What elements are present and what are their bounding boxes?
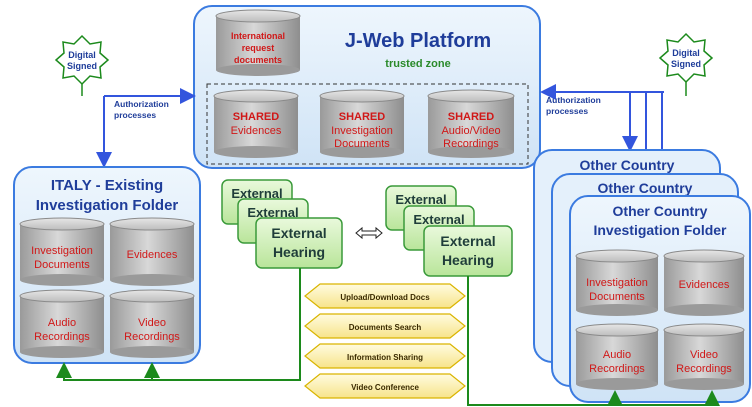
external-hearing-right-stack: External External External Hearing	[385, 185, 513, 277]
other-audio-recordings-cylinder: Audio Recordings	[575, 323, 659, 390]
intl-docs-line-2: request	[242, 43, 275, 53]
cylinder-label: Video	[690, 349, 718, 361]
other-evidences-cylinder: Evidences	[663, 249, 745, 316]
green-connectors-right	[467, 276, 720, 406]
shared-tag: SHARED	[448, 111, 495, 123]
digital-signed-left-icon: Digital Signed	[54, 34, 110, 86]
shared-audio-video-cylinder: SHARED Audio/Video Recordings	[427, 89, 515, 158]
italy-investigation-docs-cylinder: Investigation Documents	[19, 217, 105, 286]
italy-audio-recordings-cylinder: Audio Recordings	[19, 289, 105, 358]
shared-investigation-docs-cylinder: SHARED Investigation Documents	[319, 89, 405, 158]
other-video-recordings-cylinder: Video Recordings	[663, 323, 745, 390]
italy-video-recordings-cylinder: Video Recordings	[109, 289, 195, 358]
other-title-line-2: Investigation Folder	[593, 222, 727, 238]
italy-title-line-2: Investigation Folder	[36, 197, 179, 214]
service-upload-download: Upload/Download Docs	[304, 283, 466, 309]
green-connectors-left	[56, 268, 301, 381]
auth-label: processes	[546, 106, 588, 116]
hearing-text: External	[440, 233, 495, 249]
shared-label: Investigation	[331, 125, 393, 137]
badge-text: Signed	[671, 59, 701, 69]
auth-label: processes	[114, 110, 156, 120]
cylinder-label: Investigation	[586, 277, 648, 289]
hearing-text: Hearing	[442, 252, 494, 268]
cylinder-label: Recordings	[34, 331, 90, 343]
cylinder-label: Evidences	[679, 279, 730, 291]
cylinder-label: Recordings	[676, 363, 732, 375]
bidirectional-arrow-icon	[355, 226, 383, 240]
service-label: Information Sharing	[347, 353, 423, 362]
badge-text: Digital	[68, 50, 96, 60]
shared-label: Documents	[334, 138, 390, 150]
badge-text: Signed	[67, 61, 97, 71]
italy-evidences-cylinder: Evidences	[109, 217, 195, 286]
badge-text: Digital	[672, 48, 700, 58]
service-video-conference: Video Conference	[304, 373, 466, 399]
other-back-title: Other Country	[580, 157, 675, 173]
service-documents-search: Documents Search	[304, 313, 466, 339]
cylinder-label: Audio	[603, 349, 631, 361]
external-hearing-left-stack: External External External Hearing	[221, 179, 343, 269]
hearing-text: External	[413, 212, 464, 227]
shared-label: Evidences	[231, 125, 282, 137]
international-docs-cylinder: International request documents	[215, 9, 301, 76]
auth-label: Authorization	[114, 99, 169, 109]
other-back-title: Other Country	[598, 180, 693, 196]
other-title-line-1: Other Country	[613, 203, 708, 219]
cylinder-label: Recordings	[589, 363, 645, 375]
cylinder-label: Documents	[589, 291, 645, 303]
shared-label: Recordings	[443, 138, 499, 150]
hearing-text: Hearing	[273, 244, 325, 260]
service-label: Documents Search	[349, 323, 422, 332]
italy-title-line-1: ITALY - Existing	[51, 177, 163, 194]
authorization-left-arrows: Authorization processes	[96, 88, 196, 168]
digital-signed-right-icon: Digital Signed	[658, 32, 714, 84]
shared-zone	[206, 83, 529, 165]
shared-tag: SHARED	[339, 111, 386, 123]
shared-tag: SHARED	[233, 111, 280, 123]
platform-title: J-Web Platform	[345, 30, 491, 52]
auth-label: Authorization	[546, 95, 601, 105]
hearing-text: External	[231, 186, 282, 201]
cylinder-label: Investigation	[31, 245, 93, 257]
service-label: Video Conference	[351, 383, 419, 392]
cylinder-label: Audio	[48, 317, 76, 329]
platform-subtitle: trusted zone	[385, 58, 450, 70]
cylinder-label: Evidences	[127, 249, 178, 261]
service-information-sharing: Information Sharing	[304, 343, 466, 369]
hearing-text: External	[247, 205, 298, 220]
cylinder-label: Video	[138, 317, 166, 329]
intl-docs-line-1: International	[231, 31, 285, 41]
hearing-text: External	[271, 225, 326, 241]
shared-evidences-cylinder: SHARED Evidences	[213, 89, 299, 158]
other-investigation-docs-cylinder: Investigation Documents	[575, 249, 659, 316]
cylinder-label: Recordings	[124, 331, 180, 343]
cylinder-label: Documents	[34, 259, 90, 271]
service-label: Upload/Download Docs	[340, 293, 430, 302]
hearing-text: External	[395, 192, 446, 207]
shared-label: Audio/Video	[441, 125, 500, 137]
intl-docs-line-3: documents	[234, 55, 282, 65]
